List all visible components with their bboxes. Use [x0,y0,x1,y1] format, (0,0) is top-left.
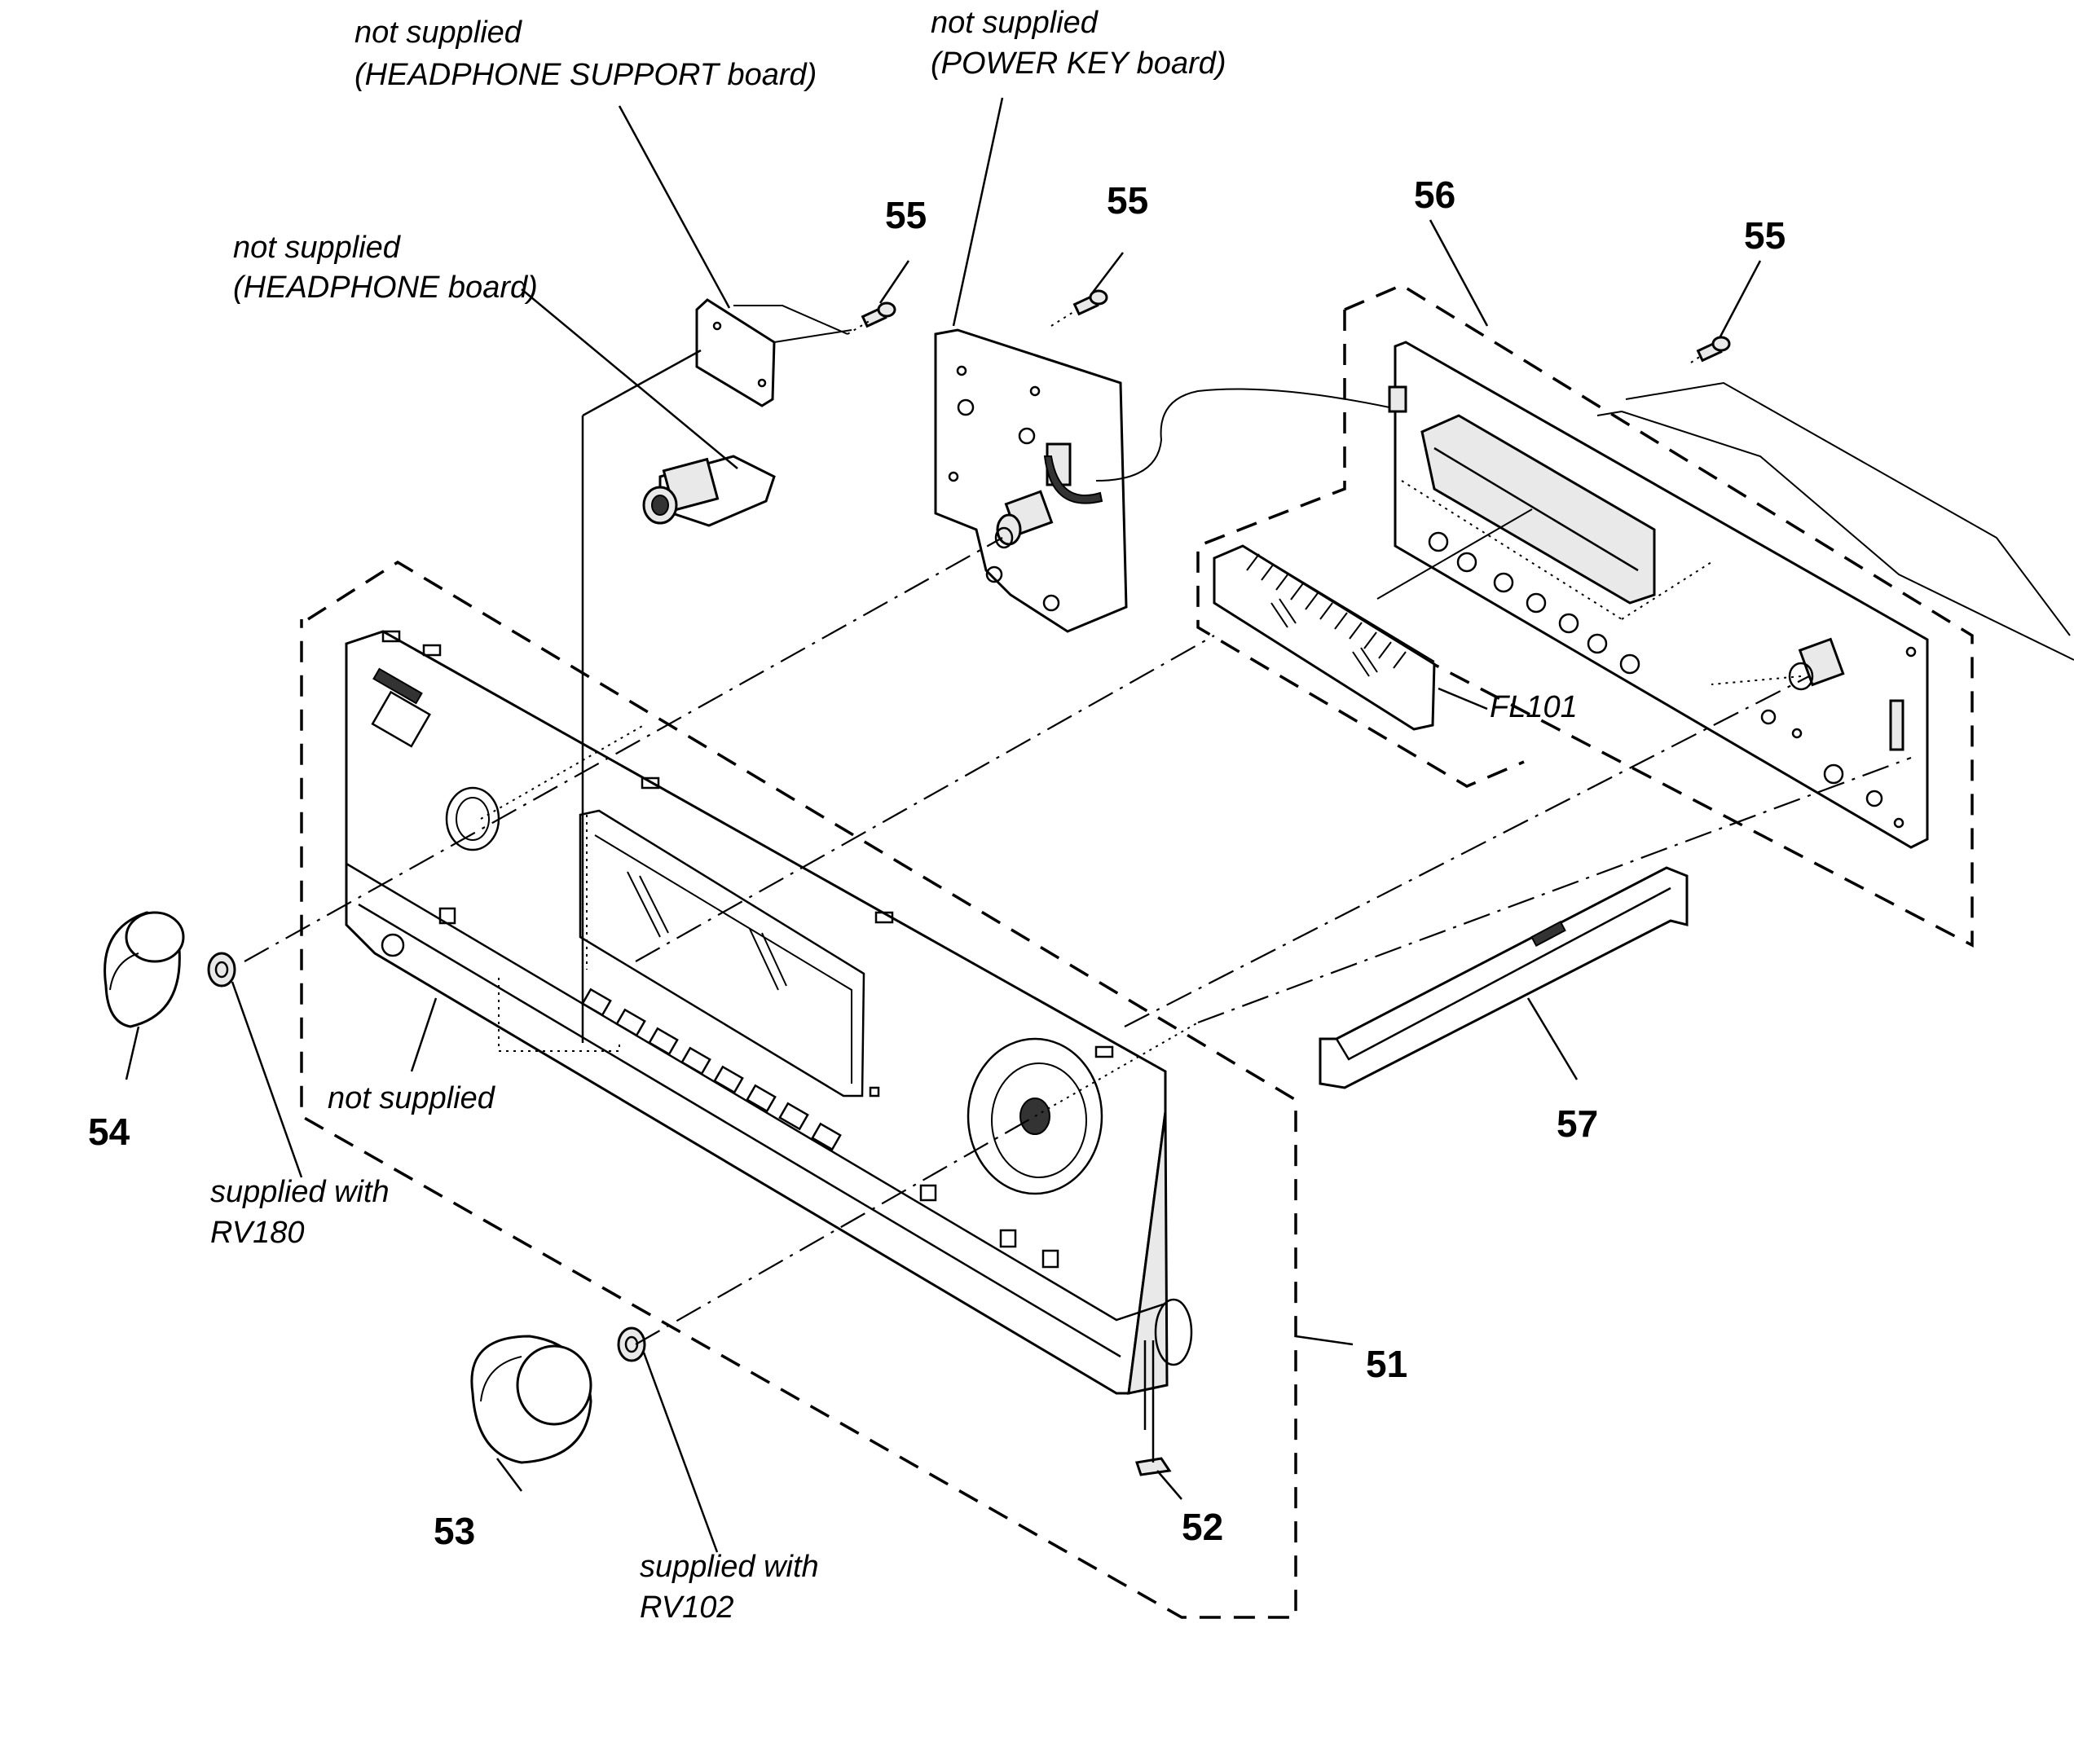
front-panel-not-supplied: not supplied [328,1081,496,1115]
part-number-55-a: 55 [885,194,927,236]
assembly-56-boundary [1196,284,1974,948]
part-number-57: 57 [1557,1102,1598,1145]
headphone-support-board [695,298,852,407]
part-number-55-c: 55 [1744,214,1786,257]
knob-53 [470,1335,592,1464]
front-panel [345,630,1193,1395]
rv180-name: RV180 [210,1216,305,1250]
washer-rv180 [207,952,236,988]
screw-55-b [1072,289,1108,316]
leader-lines [125,97,1762,1553]
washer-rv102 [617,1326,646,1362]
power-key-name: (POWER KEY board) [931,46,1226,81]
rv102-name: RV102 [640,1590,734,1625]
screw-55-c [1696,336,1731,363]
headphone-support-note: not supplied [354,15,523,50]
power-key-note: not supplied [931,6,1099,40]
volume-knob-socket [967,1037,1103,1195]
assembly-51-boundary [300,560,1297,1619]
part-number-55-b: 55 [1107,179,1148,222]
bracket-57 [1319,866,1689,1089]
part-number-52: 52 [1182,1506,1223,1548]
logo-window [371,690,431,748]
display-window [579,809,865,1098]
headphone-note: not supplied [233,231,402,265]
headphone-name: (HEADPHONE board) [233,271,538,305]
part-number-54: 54 [88,1111,130,1153]
part-number-56: 56 [1414,174,1455,216]
power-key-board [934,328,1128,633]
front-buttons [438,907,1059,1269]
rv102-note: supplied with [640,1550,819,1584]
part-number-53: 53 [434,1510,475,1552]
callout-power-key: not supplied (POWER KEY board) [931,6,1226,81]
callout-rv102: supplied with RV102 [640,1550,819,1625]
small-hole [381,933,405,957]
display-board-56 [1388,341,2074,849]
callout-headphone-support: not supplied (HEADPHONE SUPPORT board) [354,15,817,92]
part-number-51: 51 [1366,1343,1407,1385]
rv180-note: supplied with [210,1175,390,1209]
assembly-guide-lines [244,307,1912,1463]
headphone-support-name: (HEADPHONE SUPPORT board) [354,58,817,92]
fl101-label: FL101 [1490,690,1578,724]
fl101-display-tube [1213,544,1436,731]
headphone-board [642,455,776,527]
tact-switches [1428,531,1917,829]
callout-headphone: not supplied (HEADPHONE board) [233,231,538,305]
knob-54 [103,911,185,1028]
brand-logo [372,667,423,705]
callout-rv180: supplied with RV180 [210,1175,390,1250]
